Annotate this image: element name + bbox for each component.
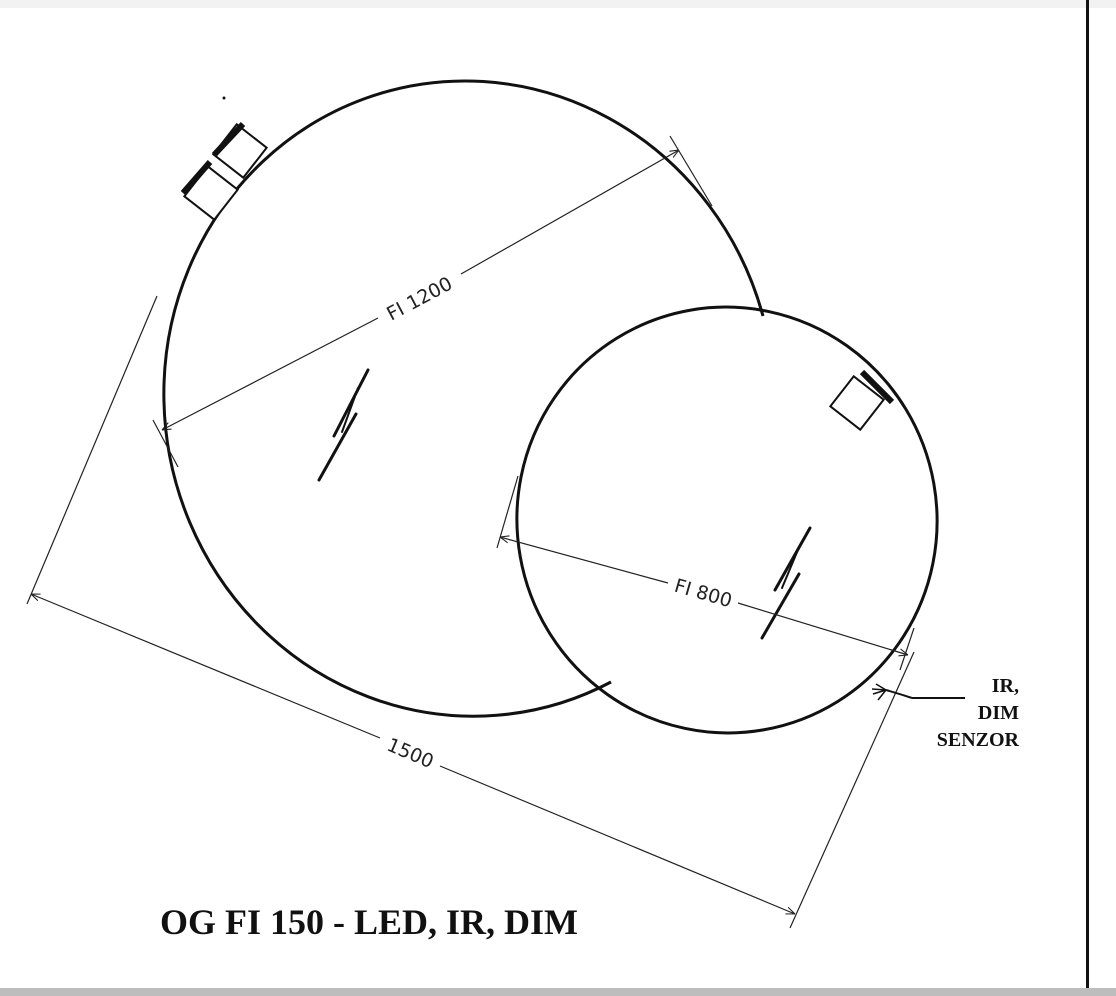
dimension-large-diameter: FI 1200 xyxy=(152,135,713,468)
bracket-upper-left-1 xyxy=(211,121,269,180)
drawing-title: OG FI 150 - LED, IR, DIM xyxy=(160,902,578,942)
large-mirror-outline xyxy=(162,79,765,718)
callout-line-senzor: SENZOR xyxy=(937,729,1020,751)
dimension-label-1500: 1500 xyxy=(384,734,437,773)
dimension-label-fi1200: FI 1200 xyxy=(383,273,456,326)
callout-line-dim: DIM xyxy=(978,702,1019,724)
sheet-border-right xyxy=(1086,0,1089,988)
sheet-top-edge xyxy=(0,0,1116,8)
dimension-overall-width: 1500 xyxy=(26,295,915,929)
dimension-label-fi800: FI 800 xyxy=(672,575,735,612)
callout-line-ir: IR, xyxy=(992,675,1019,697)
glare-mark-small xyxy=(760,526,812,640)
dimension-small-diameter: FI 800 xyxy=(496,475,915,671)
sheet-bottom-bar xyxy=(0,988,1116,996)
small-mirror-outline xyxy=(515,305,939,735)
bracket-upper-left-2 xyxy=(180,160,240,222)
sensor-callout: IR, DIM SENZOR xyxy=(871,675,1020,751)
bracket-small-mirror xyxy=(828,369,895,432)
small-dot xyxy=(222,96,226,100)
glare-mark-large xyxy=(317,368,370,482)
